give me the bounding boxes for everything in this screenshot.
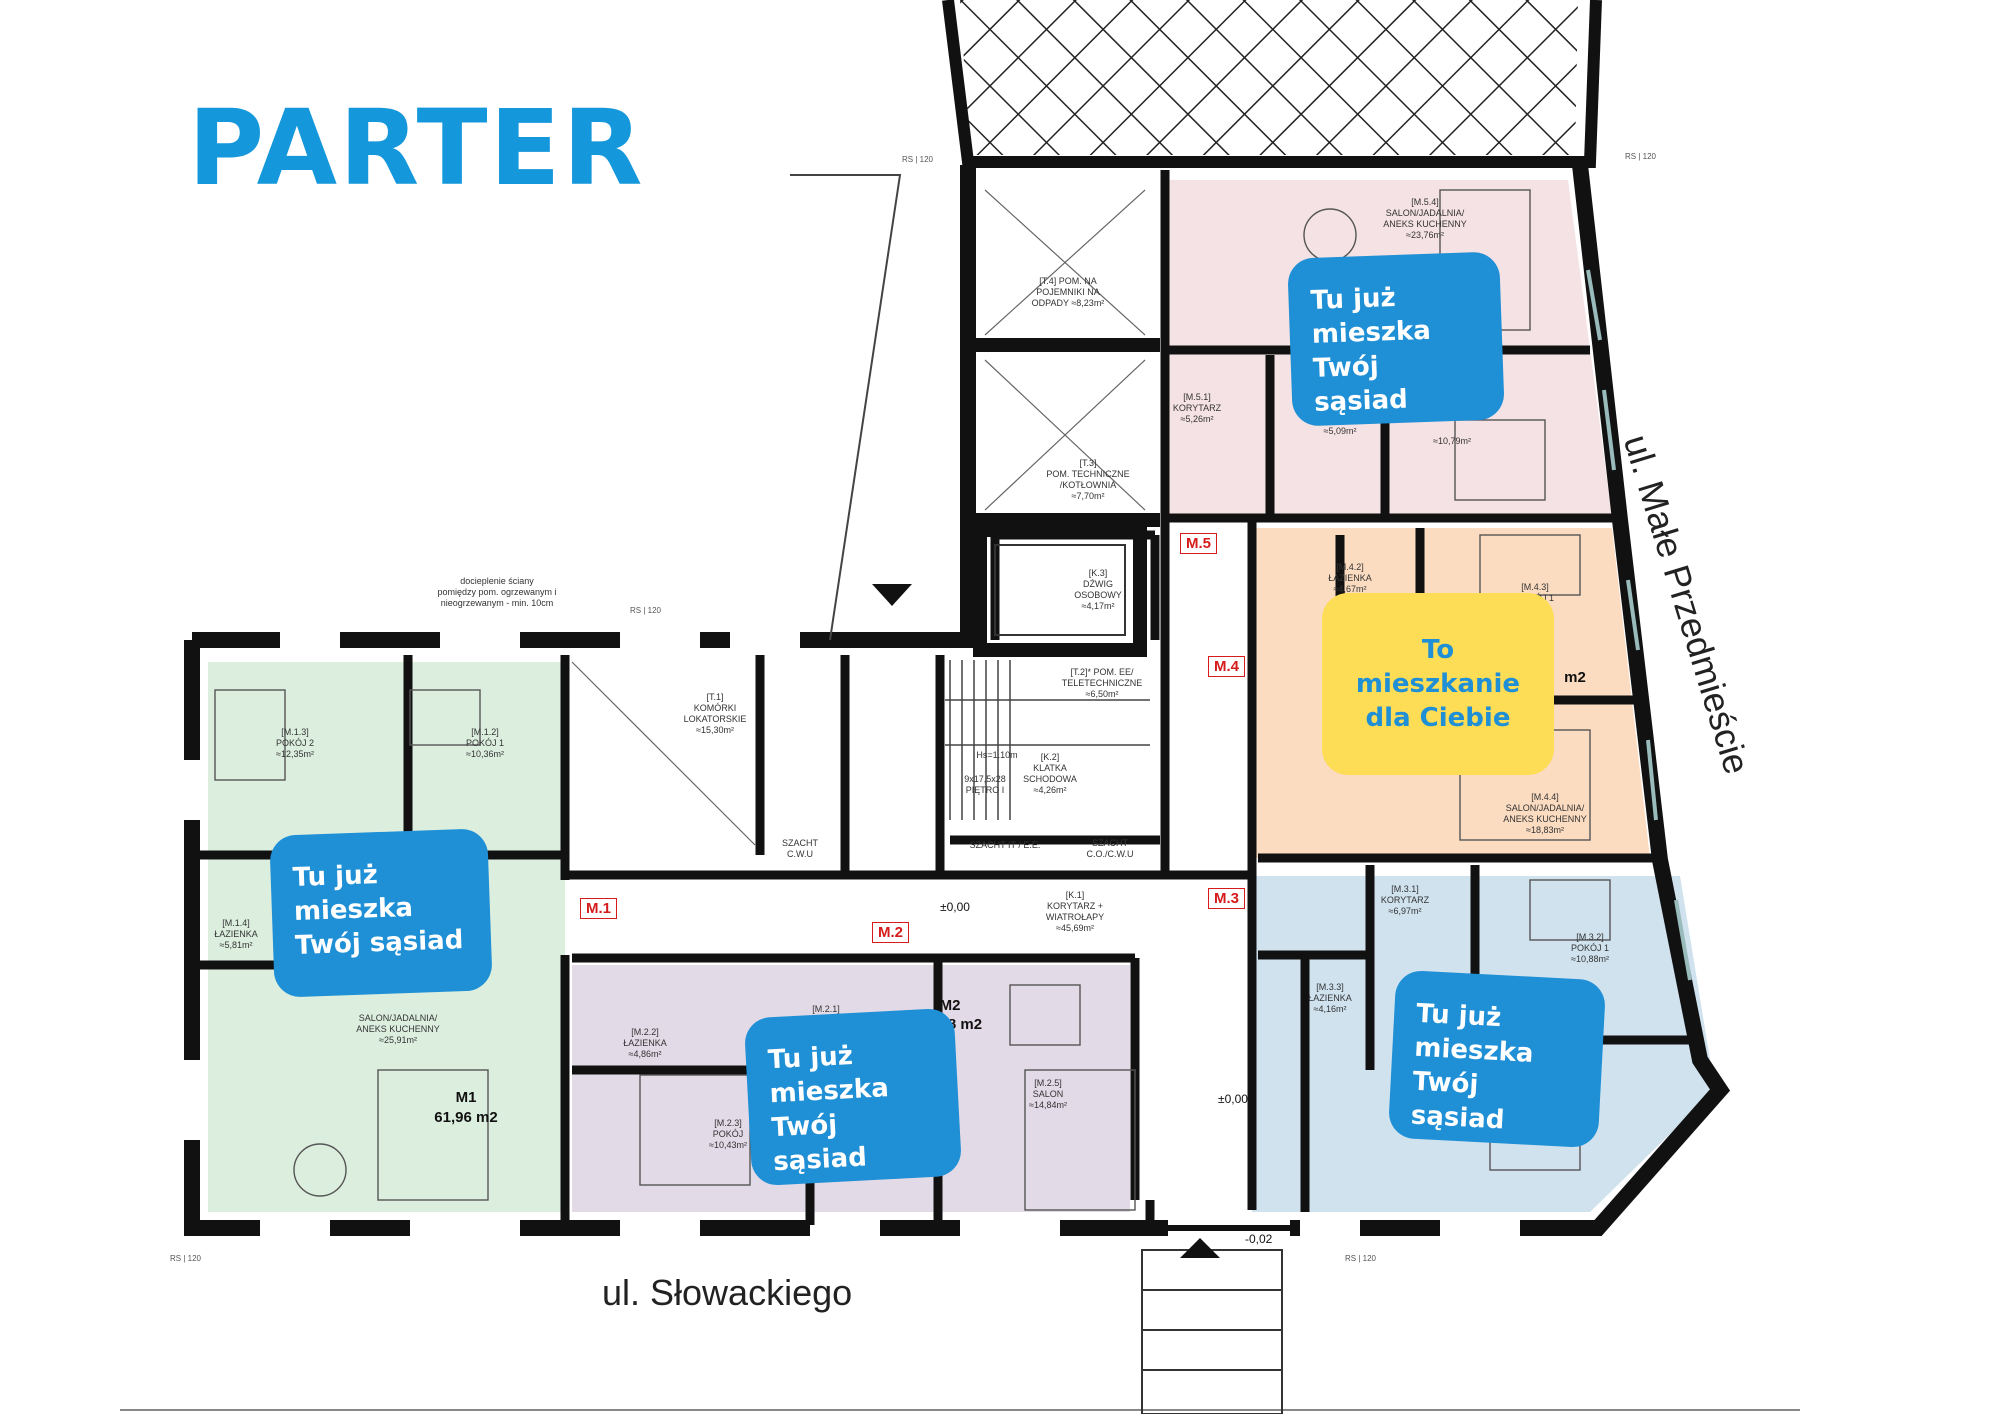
callout-your-apartment-m4[interactable]: To mieszkanie dla Ciebie: [1322, 593, 1554, 775]
room-label-m12: [M.1.2] POKÓJ 1 ≈10,36m²: [465, 727, 505, 759]
insulation-note: docieplenie ściany pomiędzy pom. ogrzewa…: [437, 576, 557, 608]
room-label-m13: [M.1.3] POKÓJ 2 ≈12,35m²: [275, 727, 315, 759]
entrance-steps: [1141, 1249, 1283, 1414]
unit-tag-m3[interactable]: M.3: [1208, 888, 1246, 909]
room-label-szacht-co: SZACHT C.O./C.W.U: [1086, 838, 1134, 859]
room-label-k1: [K.1] KORYTARZ + WIATROŁAPY ≈45,69m²: [1045, 890, 1105, 933]
room-label-m21: [M.2.1]: [812, 1004, 840, 1014]
rs-note-4: RS | 120: [170, 1254, 201, 1263]
callout-neighbour-m2[interactable]: Tu już mieszka Twój sąsiad: [743, 1007, 963, 1187]
callout-neighbour-m5[interactable]: Tu już mieszka Twój sąsiad: [1287, 251, 1505, 427]
callout-line: Twój sąsiad: [1312, 351, 1409, 418]
room-label-k3: [K.3] DŹWIG OSOBOWY ≈4,17m²: [1074, 568, 1122, 611]
stairs-note-2: Hs=1.10m: [976, 750, 1018, 760]
rs-note-3: RS | 120: [630, 606, 661, 615]
rs-note-2: RS | 120: [1625, 152, 1656, 161]
room-label-k2: [K.2] KLATKA SCHODOWA ≈4,26m²: [1023, 752, 1077, 795]
entrance-arrow-south: [1180, 1238, 1220, 1258]
room-label-m54: [M.5.4] SALON/JADALNIA/ ANEKS KUCHENNY ≈…: [1383, 197, 1467, 240]
level-zero-a: ±0,00: [940, 900, 970, 914]
room-label-t3: [T.3] POM. TECHNICZNE /KOTŁOWNIA ≈7,70m²: [1046, 458, 1130, 501]
room-label-m5a: ≈5,09m²: [1323, 426, 1357, 436]
room-label-t1: [T.1] KOMÓRKI LOKATORSKIE ≈15,30m²: [683, 692, 747, 735]
courtyard-hatch: [960, 0, 1578, 155]
room-label-szacht-cwu: SZACHT C.W.U: [782, 838, 818, 859]
room-label-m25: [M.2.5] SALON ≈14,84m²: [1029, 1078, 1067, 1110]
apartment-m1-area: 61,96 m2: [434, 1109, 498, 1126]
callout-neighbour-m3[interactable]: Tu już mieszka Twój sąsiad: [1387, 969, 1607, 1149]
kerb-west-diag: [790, 174, 902, 641]
unit-tag-m1[interactable]: M.1: [580, 898, 618, 919]
furniture: [214, 189, 1611, 1211]
room-label-m11: SALON/JADALNIA/ ANEKS KUCHENNY ≈25,91m²: [356, 1013, 440, 1045]
callout-line: To mieszkanie: [1355, 635, 1521, 699]
entrance-arrow: [872, 584, 912, 606]
room-label-t2: [T.2]* POM. EE/ TELETECHNICZNE ≈6,50m²: [1061, 667, 1143, 699]
room-label-m22: [M.2.2] ŁAZIENKA ≈4,86m²: [623, 1027, 667, 1059]
callout-line: Twój sąsiad: [770, 1109, 868, 1178]
room-label-m51: [M.5.1] KORYTARZ ≈5,26m²: [1172, 392, 1222, 424]
callout-line: Twój sąsiad: [294, 925, 464, 962]
room-label-m5b: ≈10,79m²: [1433, 436, 1471, 446]
room-label-t4: [T.4] POM. NA POJEMNIKI NA ODPADY ≈8,23m…: [1031, 276, 1105, 308]
courtyard-walls: [942, 0, 1602, 168]
room-label-m14: [M.1.4] ŁAZIENKA ≈5,81m²: [214, 918, 258, 950]
page-title: PARTER: [188, 87, 645, 209]
apartment-m2-name: M2: [939, 997, 961, 1014]
room-label-m23: [M.2.3] POKÓJ ≈10,43m²: [709, 1118, 747, 1150]
room-label-m42: [M.4.2] ŁAZIENKA ≈4,67m²: [1328, 562, 1372, 594]
elevator: [994, 544, 1126, 636]
outer-wall-core: [840, 165, 976, 648]
room-label-m44: [M.4.4] SALON/JADALNIA/ ANEKS KUCHENNY ≈…: [1503, 792, 1587, 835]
rs-note-1: RS | 120: [902, 155, 933, 164]
windows-east: [1586, 269, 1692, 981]
apartment-m4-area-fragment: m2: [1564, 669, 1586, 686]
room-label-m33: [M.3.3] ŁAZIENKA ≈4,16m²: [1308, 982, 1352, 1014]
corridor-k1: [572, 875, 1252, 955]
outer-wall-east: [1290, 164, 1731, 1236]
room-label-m31: [M.3.1] KORYTARZ ≈6,97m²: [1380, 884, 1430, 916]
rs-note-5: RS | 120: [1345, 1254, 1376, 1263]
callout-neighbour-m1[interactable]: Tu już mieszka Twój sąsiad: [269, 828, 493, 998]
callout-line: dla Ciebie: [1365, 703, 1511, 733]
core-walls: [968, 338, 1160, 657]
street-label-south: ul. Słowackiego: [602, 1272, 853, 1313]
apartment-m1-name: M1: [455, 1089, 477, 1106]
unit-tag-m2[interactable]: M.2: [872, 922, 910, 943]
stairs: [945, 660, 1150, 820]
windows: [183, 631, 1520, 1237]
unit-tag-m4[interactable]: M.4: [1208, 656, 1246, 677]
room-label-m32: [M.3.2] POKÓJ 1 ≈10,88m²: [1570, 932, 1610, 964]
storage-cross: [571, 189, 1146, 846]
level-zero-b: ±0,00: [1218, 1092, 1248, 1106]
level-entry: -0,02: [1245, 1232, 1273, 1246]
stairs-note: 9x17,5x28 PIĘTRO I: [964, 774, 1006, 795]
room-label-szacht-it: SZACHT IT / E.E.: [969, 840, 1041, 850]
unit-tag-m5[interactable]: M.5: [1180, 533, 1218, 554]
callout-line: Twój sąsiad: [1410, 1066, 1506, 1136]
